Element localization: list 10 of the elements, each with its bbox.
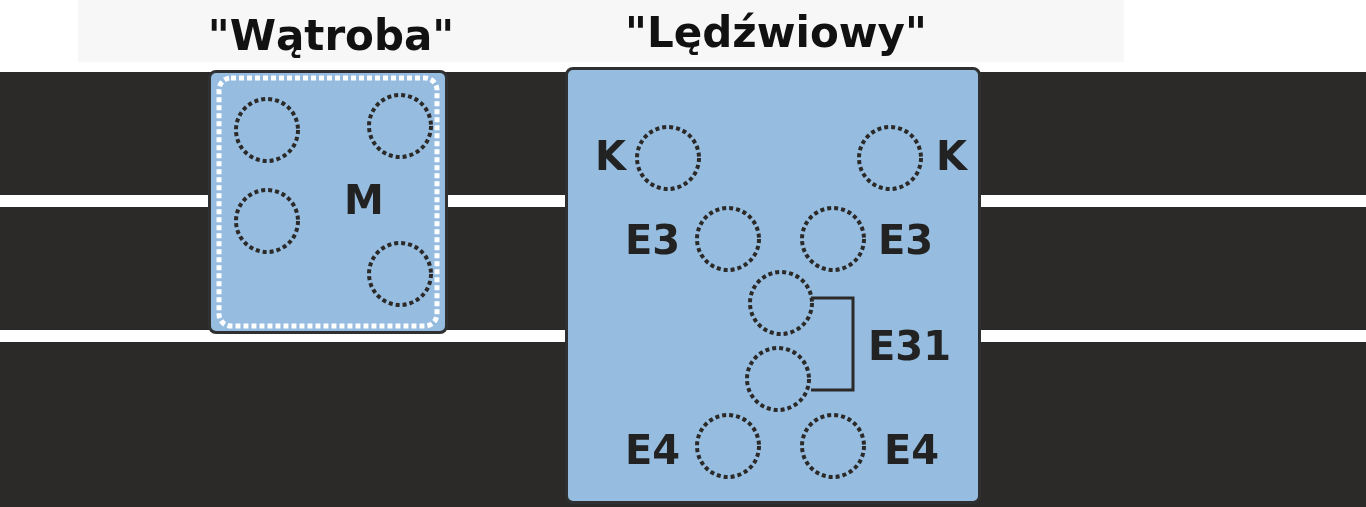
label: E3 xyxy=(878,220,934,260)
label: E31 xyxy=(868,326,951,366)
label: M xyxy=(344,180,384,220)
heading: "Lędźwiowy" xyxy=(624,8,928,57)
label: K xyxy=(936,136,967,176)
label: K xyxy=(595,136,626,176)
label: E4 xyxy=(884,430,940,470)
label: E3 xyxy=(625,220,681,260)
heading: "Wątroba" xyxy=(206,11,456,60)
label: E4 xyxy=(625,430,681,470)
